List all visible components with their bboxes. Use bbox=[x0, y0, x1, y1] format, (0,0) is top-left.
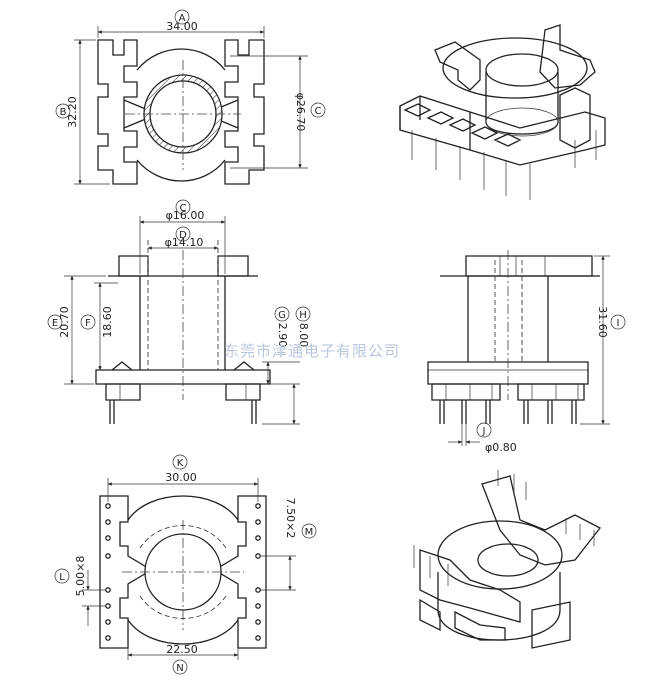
dim-i-value: 31.60 bbox=[596, 306, 609, 338]
dim-m-value: 7.50×2 bbox=[284, 498, 297, 539]
dim-l-letter: L bbox=[59, 572, 65, 583]
dim-d-letter: D bbox=[179, 230, 187, 241]
dim-a-letter: A bbox=[179, 13, 186, 24]
top-view-flange bbox=[136, 48, 226, 182]
dim-b-letter: B bbox=[60, 107, 67, 118]
dim-l-value: 5.00×8 bbox=[74, 556, 87, 597]
dim-e-value: 20.70 bbox=[58, 306, 71, 338]
dim-g-value: 2.90 bbox=[276, 323, 289, 348]
dim-f-letter: F bbox=[85, 318, 91, 329]
dim-h-letter: H bbox=[299, 310, 307, 321]
dim-j-letter: J bbox=[482, 426, 486, 437]
bottom-view: K 30.00 L 5.00×8 M 7.50×2 N 22.50 bbox=[54, 454, 317, 675]
dim-i-letter: I bbox=[617, 318, 620, 329]
dim-c-top-value: φ26.70 bbox=[294, 93, 307, 132]
dim-c-front-value: φ16.00 bbox=[166, 209, 205, 222]
dim-a-value: 34.00 bbox=[166, 20, 198, 33]
top-view: A 34.00 B 32.20 C φ26.70 bbox=[55, 9, 326, 185]
dim-k-value: 30.00 bbox=[165, 471, 197, 484]
dim-c-top-letter: C bbox=[315, 106, 322, 117]
front-view: C φ16.00 D φ14.10 E 20.70 F 18.60 G H 2.… bbox=[47, 199, 311, 425]
dim-b-value: 32.20 bbox=[66, 96, 79, 128]
dim-m-letter: M bbox=[305, 527, 314, 538]
side-view: I 31.60 J φ0.80 bbox=[427, 250, 626, 454]
isometric-view-bottom bbox=[413, 470, 601, 649]
dim-h-value: 8.00 bbox=[297, 323, 310, 348]
dim-g-letter: G bbox=[278, 310, 286, 321]
company-watermark: 东莞市津通电子有限公司 bbox=[224, 342, 400, 360]
top-view-right-pin-column bbox=[224, 39, 265, 185]
isometric-view-top bbox=[399, 24, 606, 200]
dim-e-letter: E bbox=[52, 318, 58, 329]
dim-k-letter: K bbox=[177, 458, 184, 469]
dim-j-value: φ0.80 bbox=[485, 441, 517, 454]
top-view-left-pin-column bbox=[97, 39, 138, 185]
dim-d-value: φ14.10 bbox=[165, 236, 204, 249]
dim-c-front-letter: C bbox=[180, 203, 187, 214]
dim-n-letter: N bbox=[176, 663, 183, 674]
dim-f-value: 18.60 bbox=[101, 306, 114, 338]
dim-n-value: 22.50 bbox=[166, 643, 198, 656]
